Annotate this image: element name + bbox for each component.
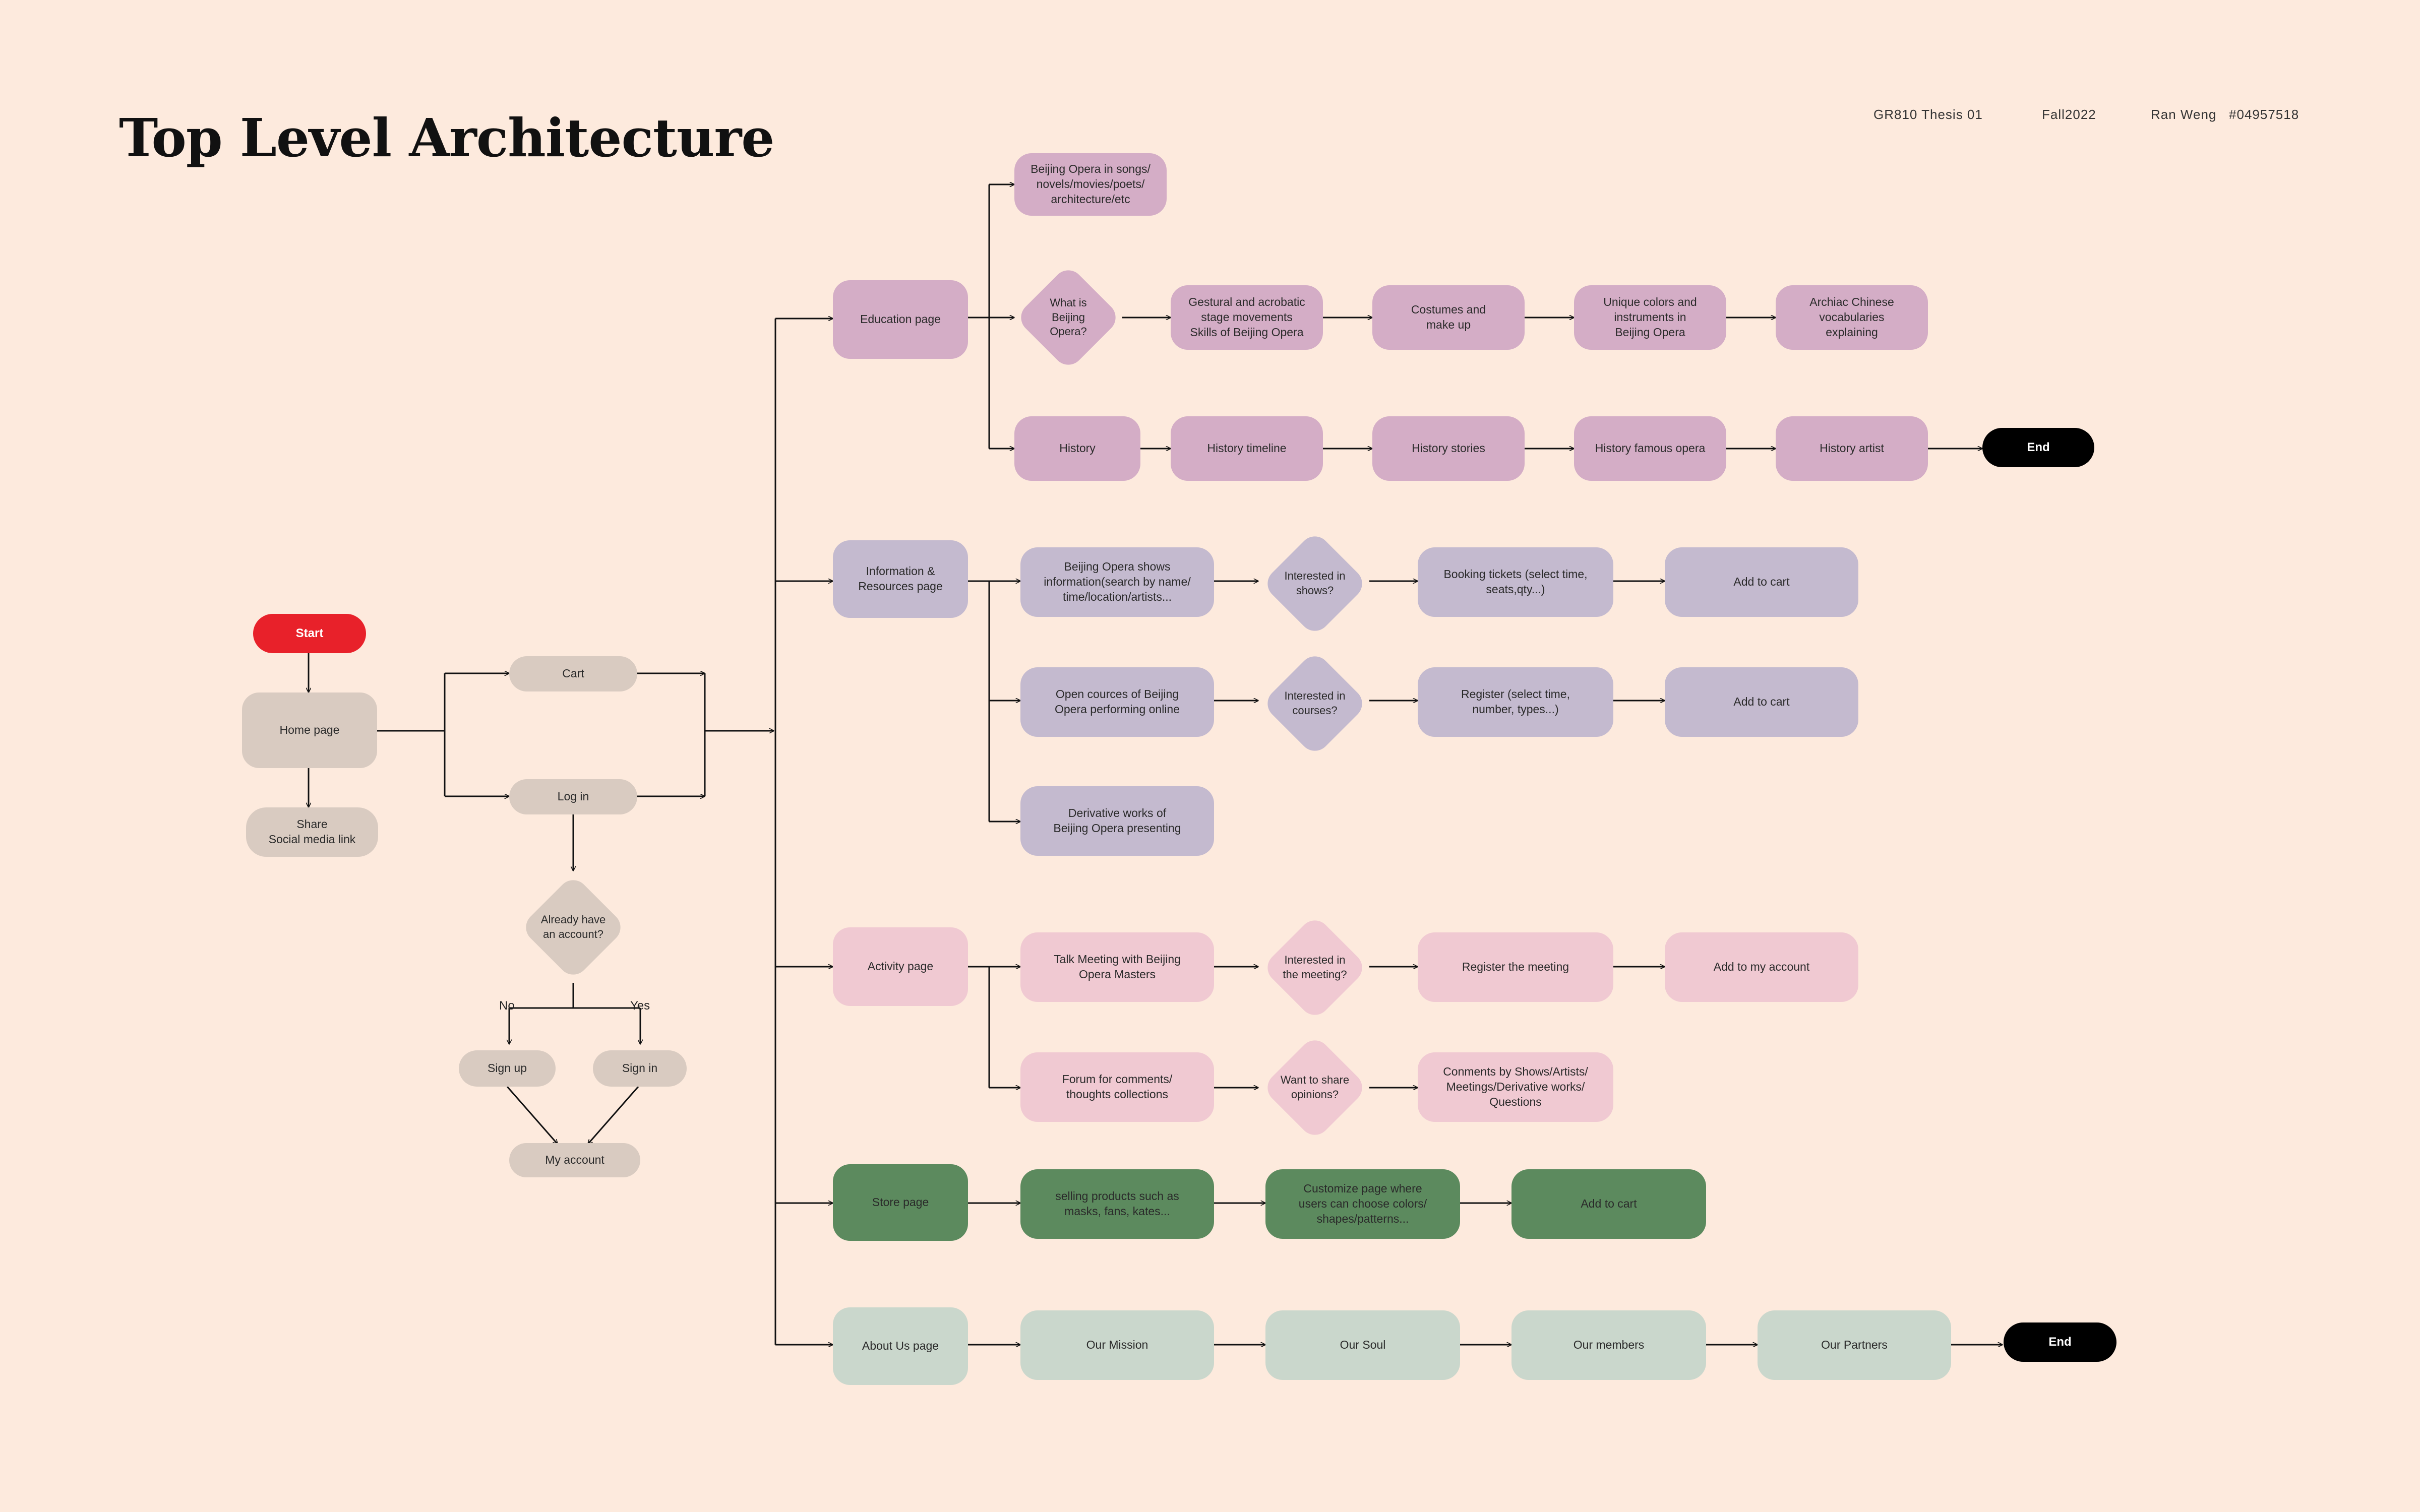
opera-shows-info-node[interactable]: Beijing Opera shows information(search b… xyxy=(1020,547,1214,617)
interested-in-meeting-decision: Interested in the meeting? xyxy=(1260,912,1369,1023)
about-end-terminal: End xyxy=(2004,1322,2116,1362)
interested-in-shows-decision: Interested in shows? xyxy=(1260,528,1369,639)
our-soul-node[interactable]: Our Soul xyxy=(1265,1310,1460,1380)
add-to-cart-courses-node[interactable]: Add to cart xyxy=(1665,667,1858,737)
already-have-account-decision: Already have an account? xyxy=(518,872,629,983)
talk-meeting-node[interactable]: Talk Meeting with Beijing Opera Masters xyxy=(1020,932,1214,1002)
interested-in-courses-decision: Interested in courses? xyxy=(1260,648,1369,759)
our-members-node[interactable]: Our members xyxy=(1511,1310,1706,1380)
costumes-makeup-node[interactable]: Costumes and make up xyxy=(1372,285,1525,350)
education-page-node[interactable]: Education page xyxy=(833,280,968,359)
about-us-page-node[interactable]: About Us page xyxy=(833,1307,968,1385)
no-branch-label: No xyxy=(499,999,515,1013)
information-resources-page-node[interactable]: Information & Resources page xyxy=(833,540,968,618)
my-account-node[interactable]: My account xyxy=(509,1143,640,1177)
register-courses-node[interactable]: Register (select time, number, types...) xyxy=(1418,667,1613,737)
history-timeline-node[interactable]: History timeline xyxy=(1171,416,1323,481)
selling-products-node[interactable]: selling products such as masks, fans, ka… xyxy=(1020,1169,1214,1239)
gestural-movements-node[interactable]: Gestural and acrobatic stage movements S… xyxy=(1171,285,1323,350)
share-social-link-node[interactable]: Share Social media link xyxy=(246,807,378,857)
history-artist-node[interactable]: History artist xyxy=(1776,416,1928,481)
course-code: GR810 Thesis 01 xyxy=(1873,107,1983,122)
page-title: Top Level Architecture xyxy=(119,107,774,169)
add-to-cart-tickets-node[interactable]: Add to cart xyxy=(1665,547,1858,617)
home-page-node[interactable]: Home page xyxy=(242,692,377,768)
cart-node[interactable]: Cart xyxy=(509,656,637,691)
what-is-beijing-opera-decision: What is Beijing Opera? xyxy=(1014,262,1122,373)
our-mission-node[interactable]: Our Mission xyxy=(1020,1310,1214,1380)
store-page-node[interactable]: Store page xyxy=(833,1164,968,1241)
booking-tickets-node[interactable]: Booking tickets (select time, seats,qty.… xyxy=(1418,547,1613,617)
activity-page-node[interactable]: Activity page xyxy=(833,927,968,1006)
customize-page-node[interactable]: Customize page where users can choose co… xyxy=(1265,1169,1460,1239)
our-partners-node[interactable]: Our Partners xyxy=(1758,1310,1951,1380)
register-meeting-node[interactable]: Register the meeting xyxy=(1418,932,1613,1002)
author-id: Ran Weng #04957518 xyxy=(2151,107,2300,122)
store-add-to-cart-node[interactable]: Add to cart xyxy=(1511,1169,1706,1239)
want-to-share-decision: Want to share opinions? xyxy=(1260,1032,1369,1143)
history-node[interactable]: History xyxy=(1014,416,1140,481)
sign-up-node[interactable]: Sign up xyxy=(459,1050,556,1087)
open-courses-node[interactable]: Open cources of Beijing Opera performing… xyxy=(1020,667,1214,737)
opera-in-media-node[interactable]: Beijing Opera in songs/ novels/movies/po… xyxy=(1014,153,1167,216)
login-node[interactable]: Log in xyxy=(509,779,637,814)
sign-in-node[interactable]: Sign in xyxy=(593,1050,687,1087)
archaic-vocabularies-node[interactable]: Archiac Chinese vocabularies explaining xyxy=(1776,285,1928,350)
derivative-works-node[interactable]: Derivative works of Beijing Opera presen… xyxy=(1020,786,1214,856)
forum-node[interactable]: Forum for comments/ thoughts collections xyxy=(1020,1052,1214,1122)
education-end-terminal: End xyxy=(1982,428,2094,467)
start-terminal: Start xyxy=(253,614,366,653)
colors-instruments-node[interactable]: Unique colors and instruments in Beijing… xyxy=(1574,285,1726,350)
history-stories-node[interactable]: History stories xyxy=(1372,416,1525,481)
add-to-my-account-node[interactable]: Add to my account xyxy=(1665,932,1858,1002)
yes-branch-label: Yes xyxy=(630,999,650,1013)
comments-node[interactable]: Conments by Shows/Artists/ Meetings/Deri… xyxy=(1418,1052,1613,1122)
history-famous-opera-node[interactable]: History famous opera xyxy=(1574,416,1726,481)
semester: Fall2022 xyxy=(2042,107,2096,122)
